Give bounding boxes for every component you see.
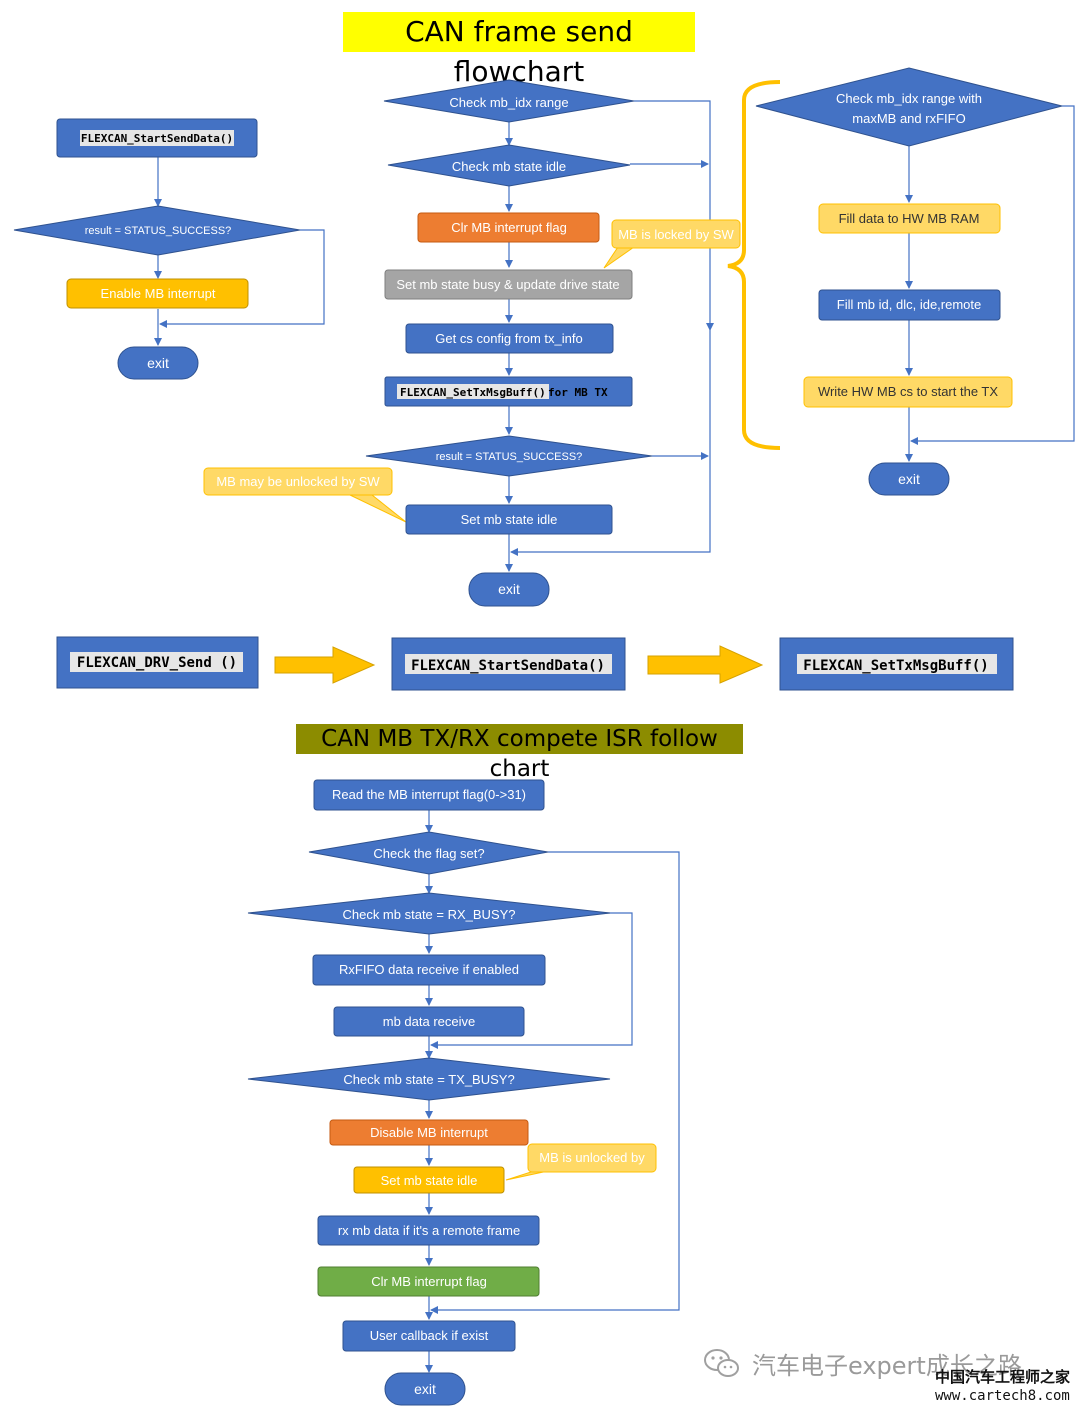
unlocked-by-sw-label: MB may be unlocked by SW	[216, 474, 380, 489]
isr-exit	[384, 1372, 466, 1406]
call-chain-arrow-2	[647, 645, 764, 684]
rxfifo-receive-box	[312, 954, 546, 986]
read-interrupt-flag-box	[313, 779, 545, 811]
user-callback-label: User callback if exist	[370, 1328, 489, 1343]
check-tx-busy-label: Check mb state = TX_BUSY?	[343, 1072, 514, 1087]
locked-by-sw-label: MB is locked by SW	[618, 227, 734, 242]
disable-mb-interrupt-label: Disable MB interrupt	[370, 1125, 488, 1140]
wechat-icon	[704, 1349, 739, 1377]
isr-exit-label: exit	[414, 1381, 436, 1397]
start-send-data-highlight	[80, 130, 234, 146]
call-chain-set-tx-label: FLEXCAN_SetTxMsgBuff()	[803, 658, 988, 674]
set-mb-busy-box	[384, 269, 633, 300]
isr-unlocked-callout	[527, 1143, 657, 1173]
call-chain-arrow-1	[274, 646, 376, 684]
rx-remote-frame-label: rx mb data if it's a remote frame	[338, 1223, 520, 1238]
isr-clr-flag-box	[317, 1266, 540, 1297]
isr-chart-title: CAN MB TX/RX compete ISR follow chart	[296, 724, 743, 782]
check-range-with-maxmb	[755, 67, 1063, 147]
fill-data-label: Fill data to HW MB RAM	[839, 211, 980, 226]
right-exit-label: exit	[898, 471, 920, 487]
mb-data-receive-box	[333, 1006, 525, 1037]
start-send-data-label: FLEXCAN_StartSendData()	[81, 132, 233, 145]
bracket-brace	[727, 80, 781, 450]
isr-unlocked-label: MB is unlocked by	[539, 1150, 645, 1165]
check-mb-idx-range-label: Check mb_idx range	[449, 95, 568, 110]
isr-set-idle-label: Set mb state idle	[381, 1173, 478, 1188]
isr-set-idle-box	[353, 1166, 505, 1194]
write-hw-cs-label: Write HW MB cs to start the TX	[818, 384, 998, 399]
left-decision-label: result = STATUS_SUCCESS?	[85, 225, 232, 237]
middle-decision-label: result = STATUS_SUCCESS?	[436, 451, 583, 463]
get-cs-config-label: Get cs config from tx_info	[435, 331, 582, 346]
isr-clr-flag-label: Clr MB interrupt flag	[371, 1274, 487, 1289]
watermark-url: www.cartech8.com	[935, 1388, 1070, 1404]
rx-remote-frame-box	[317, 1215, 540, 1246]
locked-by-sw-callout	[611, 219, 741, 249]
left-exit	[117, 346, 199, 380]
set-mb-idle-label: Set mb state idle	[461, 512, 558, 527]
call-chain-start-send-label: FLEXCAN_StartSendData()	[411, 658, 605, 674]
write-hw-cs-box	[803, 376, 1013, 408]
call-chain-set-tx-highlight	[797, 654, 997, 674]
middle-exit-label: exit	[498, 581, 520, 597]
set-tx-msg-buff-fn: FLEXCAN_SetTxMsgBuff()	[400, 386, 546, 399]
check-flag-set-label: Check the flag set?	[373, 846, 484, 861]
middle-exit	[468, 572, 550, 607]
enable-mb-interrupt-label: Enable MB interrupt	[101, 286, 216, 301]
check-mb-state-idle-label: Check mb state idle	[452, 159, 566, 174]
left-exit-label: exit	[147, 355, 169, 371]
left-decision	[13, 205, 301, 256]
send-flowchart-title: CAN frame send flowchart	[343, 12, 695, 88]
rxfifo-receive-label: RxFIFO data receive if enabled	[339, 962, 519, 977]
middle-decision	[365, 435, 653, 477]
watermark-site-name: 中国汽车工程师之家	[935, 1368, 1071, 1386]
check-rx-busy	[247, 892, 611, 935]
disable-mb-interrupt-box	[329, 1119, 529, 1146]
check-flag-set	[308, 831, 549, 875]
right-exit	[868, 462, 950, 496]
check-range-with-maxmb-line2: maxMB and rxFIFO	[852, 111, 965, 126]
set-mb-busy-label: Set mb state busy & update drive state	[396, 277, 619, 292]
fill-mb-id-box	[818, 289, 1001, 321]
set-tx-msg-buff-suffix: for MB TX	[548, 386, 608, 399]
check-tx-busy	[247, 1057, 611, 1101]
read-interrupt-flag-label: Read the MB interrupt flag(0->31)	[332, 787, 526, 802]
enable-mb-interrupt-box	[66, 278, 249, 309]
get-cs-config-box	[405, 323, 614, 354]
watermark-account: 汽车电子expert成长之路	[752, 1352, 1022, 1380]
unlocked-by-sw-callout	[203, 467, 393, 496]
set-mb-idle-box	[405, 504, 613, 535]
clr-mb-interrupt-flag-label: Clr MB interrupt flag	[451, 220, 567, 235]
check-rx-busy-label: Check mb state = RX_BUSY?	[342, 907, 515, 922]
call-chain-start-send-highlight	[405, 654, 612, 674]
check-mb-state-idle	[387, 144, 631, 187]
check-mb-idx-range	[383, 79, 635, 123]
check-range-with-maxmb-line1: Check mb_idx range with	[836, 91, 982, 106]
call-chain-drv-send-highlight	[70, 652, 243, 672]
fill-data-box	[818, 203, 1001, 234]
set-tx-msg-buff-highlight	[397, 384, 549, 399]
fill-mb-id-label: Fill mb id, dlc, ide,remote	[837, 297, 982, 312]
clr-mb-interrupt-flag-box	[417, 212, 600, 243]
mb-data-receive-label: mb data receive	[383, 1014, 476, 1029]
user-callback-box	[342, 1320, 516, 1352]
call-chain-drv-send-label: FLEXCAN_DRV_Send ()	[77, 655, 237, 671]
